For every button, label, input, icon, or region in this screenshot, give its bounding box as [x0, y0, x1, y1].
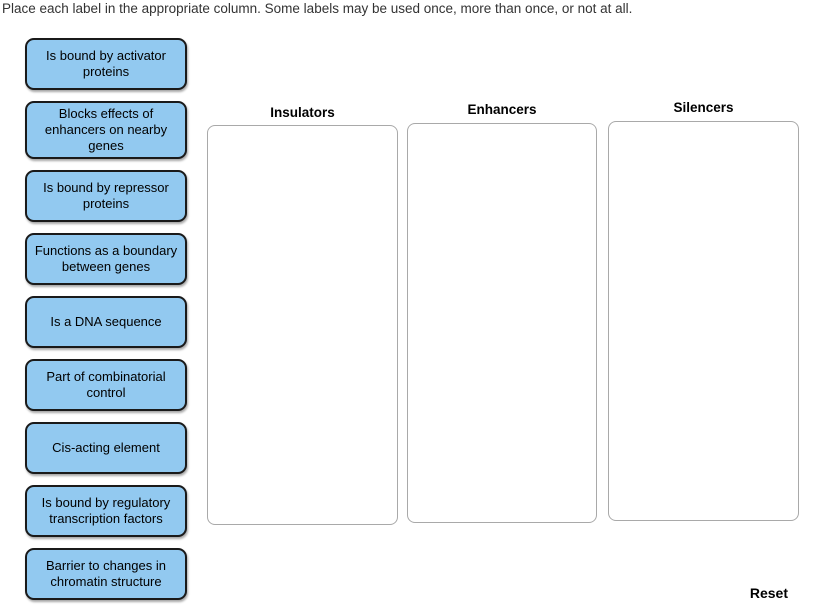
column-header-silencers: Silencers [673, 100, 734, 115]
drag-label-cis-acting-element[interactable]: Cis-acting element [25, 422, 187, 474]
drag-label-repressor-proteins[interactable]: Is bound by repressor proteins [25, 170, 187, 222]
reset-button[interactable]: Reset [749, 585, 788, 601]
drop-bin-silencers[interactable] [608, 121, 799, 521]
drag-label-regulatory-transcription-factors[interactable]: Is bound by regulatory transcription fac… [25, 485, 187, 537]
drag-label-boundary-between-genes[interactable]: Functions as a boundary between genes [25, 233, 187, 285]
drop-bin-enhancers[interactable] [407, 123, 597, 523]
drag-label-combinatorial-control[interactable]: Part of combinatorial control [25, 359, 187, 411]
drag-label-activator-proteins[interactable]: Is bound by activator proteins [25, 38, 187, 90]
drag-label-chromatin-barrier[interactable]: Barrier to changes in chromatin structur… [25, 548, 187, 600]
column-header-insulators: Insulators [270, 105, 335, 120]
instruction-text: Place each label in the appropriate colu… [2, 1, 633, 16]
drag-label-blocks-enhancer-effects[interactable]: Blocks effects of enhancers on nearby ge… [25, 101, 187, 159]
label-bank: Is bound by activator proteins Blocks ef… [25, 38, 187, 600]
column-header-enhancers: Enhancers [467, 102, 537, 117]
drop-bin-insulators[interactable] [207, 125, 398, 525]
drag-label-dna-sequence[interactable]: Is a DNA sequence [25, 296, 187, 348]
